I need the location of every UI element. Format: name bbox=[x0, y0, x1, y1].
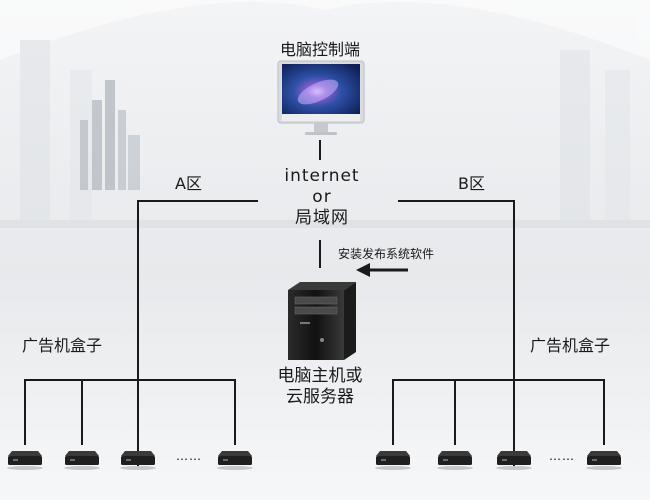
arrow-left-icon bbox=[356, 263, 408, 277]
zone-b-label: B区 bbox=[458, 174, 485, 193]
ellipsis-right: …… bbox=[549, 449, 575, 463]
network-label: internet or 局域网 bbox=[284, 166, 359, 229]
bus-right bbox=[392, 379, 605, 445]
server-label: 电脑主机或 云服务器 bbox=[278, 366, 363, 408]
ad-box-label-left: 广告机盒子 bbox=[22, 336, 103, 355]
network-line-3: 局域网 bbox=[295, 208, 349, 228]
device-group bbox=[7, 451, 622, 470]
connection-lines bbox=[24, 140, 605, 470]
server-line-1: 电脑主机或 bbox=[277, 366, 363, 386]
city-skyline bbox=[80, 80, 140, 190]
console-label: 电脑控制端 bbox=[279, 40, 361, 59]
ad-box-icon bbox=[120, 451, 156, 470]
monitor-icon bbox=[277, 60, 365, 135]
ellipsis-left: …… bbox=[176, 449, 202, 463]
network-line-2: or bbox=[312, 187, 332, 207]
zone-a-label: A区 bbox=[175, 174, 202, 193]
server-line-2: 云服务器 bbox=[286, 387, 354, 407]
server-tower-icon bbox=[288, 282, 356, 360]
ad-box-icon bbox=[64, 451, 100, 470]
ad-box-label-right: 广告机盒子 bbox=[530, 336, 611, 355]
ad-box-icon bbox=[496, 451, 532, 470]
publish-software-label: 安装发布系统软件 bbox=[338, 247, 435, 261]
ad-box-icon bbox=[7, 451, 43, 470]
bus-left bbox=[24, 379, 236, 445]
ad-box-icon bbox=[375, 451, 411, 470]
hall-arches bbox=[0, 0, 650, 228]
ad-box-icon bbox=[217, 451, 253, 470]
network-line-1: internet bbox=[284, 166, 360, 186]
ad-box-icon bbox=[586, 451, 622, 470]
ad-box-icon bbox=[437, 451, 473, 470]
